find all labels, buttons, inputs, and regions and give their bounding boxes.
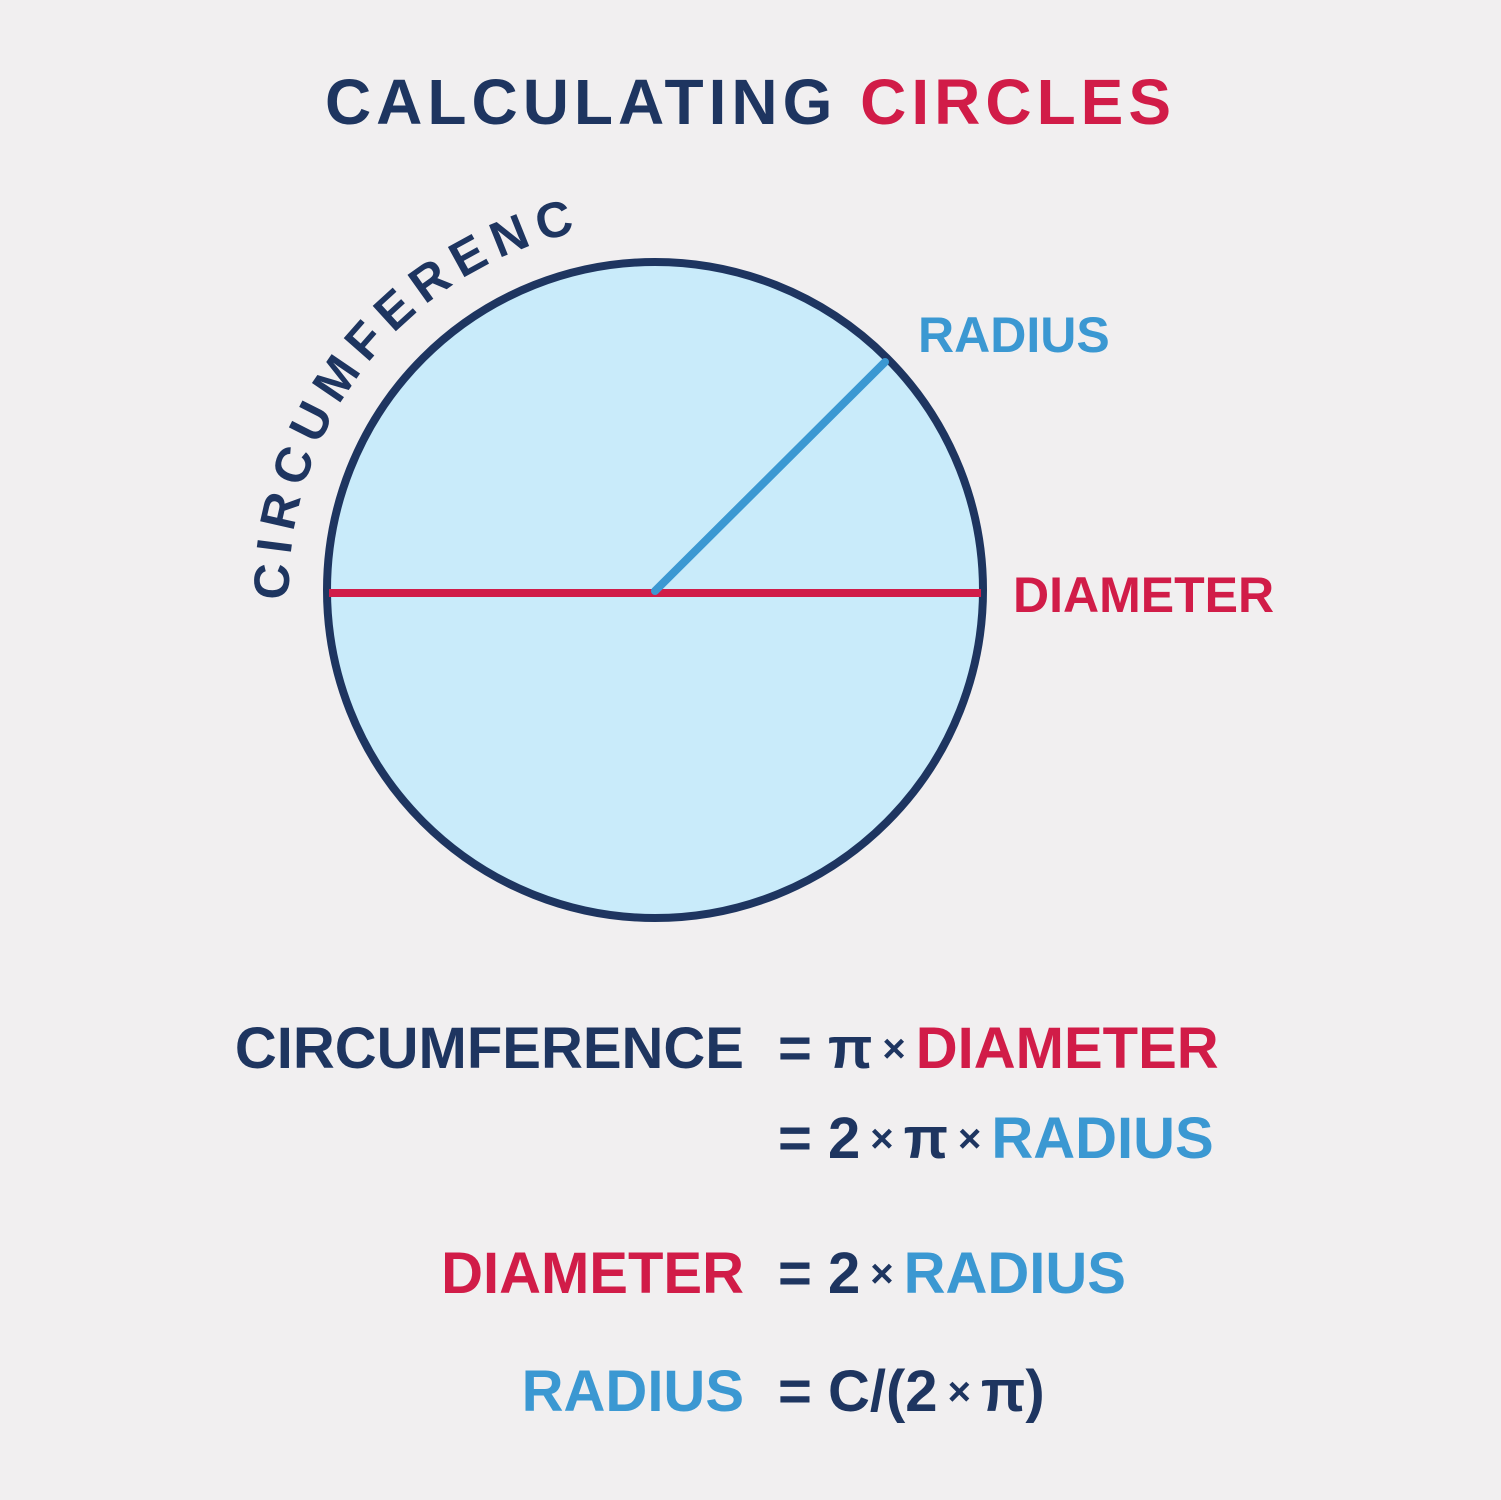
times-sign: × <box>882 1027 906 1071</box>
radius-label: RADIUS <box>918 307 1110 363</box>
title-part-calculating: CALCULATING <box>324 66 838 138</box>
formula-term-radius: RADIUS <box>903 1241 1126 1306</box>
formula-lhs-diameter: DIAMETER <box>441 1241 744 1306</box>
times-sign: × <box>947 1370 971 1414</box>
page-title: CALCULATING CIRCLES <box>0 62 1501 142</box>
formula-lhs-circumference: CIRCUMFERENCE <box>234 1016 744 1081</box>
radius-line <box>651 358 889 595</box>
formula-lhs-radius: RADIUS <box>521 1359 744 1424</box>
times-sign: × <box>958 1117 982 1161</box>
formula-pi-close: π) <box>980 1359 1045 1424</box>
formula-term-diameter: DIAMETER <box>915 1016 1219 1081</box>
title-part-circles: CIRCLES <box>860 66 1177 138</box>
circle-diagram: CIRCUMFERENCE RADIUS DIAMETER <box>0 0 1274 922</box>
diameter-label: DIAMETER <box>1013 567 1274 623</box>
formula-equals-c-over-two: = C/(2 <box>778 1359 938 1424</box>
formula-equals-two: = 2 <box>778 1241 861 1306</box>
formula-equals-two: = 2 <box>778 1106 861 1171</box>
formula-term-radius: RADIUS <box>991 1106 1214 1171</box>
times-sign: × <box>870 1252 894 1296</box>
formula-pi: π <box>903 1106 949 1171</box>
formula-equals-pi: = π <box>778 1016 873 1081</box>
times-sign: × <box>870 1117 894 1161</box>
